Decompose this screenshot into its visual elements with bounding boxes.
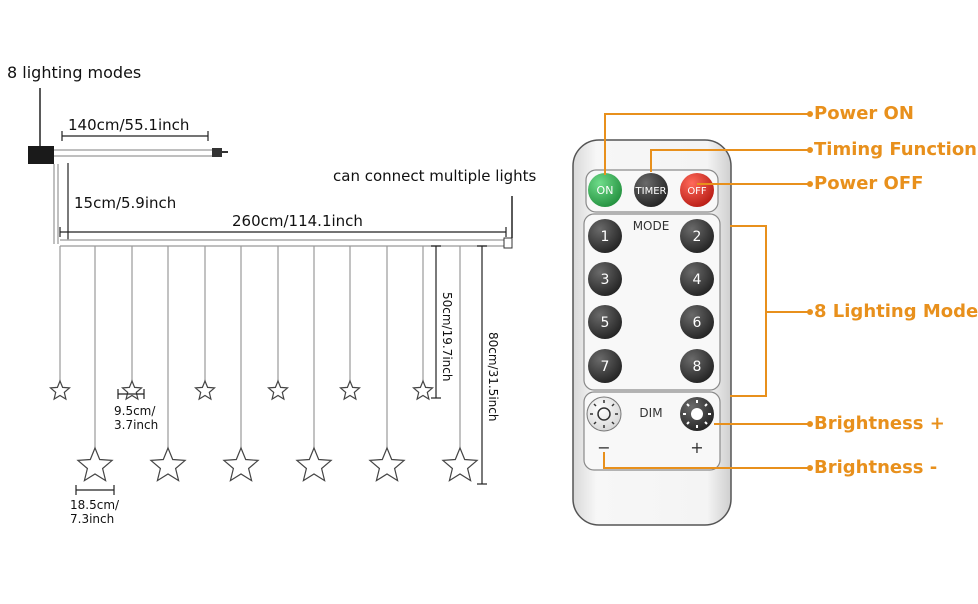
callout-lighting-mode: 8 Lighting Mode xyxy=(814,301,978,322)
sun-outline-icon xyxy=(590,400,618,428)
controller-box xyxy=(28,146,54,164)
callout-brightness-up: Brightness + xyxy=(814,413,945,434)
long-star-1 xyxy=(149,446,187,482)
callout-power-on: Power ON xyxy=(814,103,914,124)
main-length-label: 260cm/114.1inch xyxy=(232,212,363,230)
strand-group xyxy=(49,246,479,482)
mode-button-label-6: 6 xyxy=(693,315,702,331)
sun-filled-icon xyxy=(683,400,711,428)
leader-power-on xyxy=(604,113,808,175)
callout-brightness-down: Brightness - xyxy=(814,457,938,478)
callout-power-off: Power OFF xyxy=(814,173,924,194)
short-star-2 xyxy=(194,379,216,401)
mode-button-1[interactable] xyxy=(588,219,622,253)
long-star-2 xyxy=(222,446,260,482)
modes-label: 8 lighting modes xyxy=(7,63,142,82)
long-star-5 xyxy=(441,446,479,482)
mode-button-label-5: 5 xyxy=(601,315,610,331)
large-star-size-line1: 18.5cm/ xyxy=(70,498,120,512)
short-star-0 xyxy=(49,379,71,401)
drop-length-label: 15cm/5.9inch xyxy=(74,194,177,212)
mode-button-label-4: 4 xyxy=(693,272,702,288)
mode-buttons: 1 2 3 4 5 6 7 8 xyxy=(588,219,714,383)
small-star-size: 9.5cm/ 3.7inch xyxy=(114,404,158,432)
long-star-0 xyxy=(76,446,114,482)
short-star-1 xyxy=(121,379,143,401)
mode-button-8[interactable] xyxy=(680,349,714,383)
large-star-size-line2: 7.3inch xyxy=(70,512,115,526)
small-star-size-line1: 9.5cm/ xyxy=(114,404,156,418)
top-length-label: 140cm/55.1inch xyxy=(68,116,190,134)
timer-button[interactable] xyxy=(634,173,668,207)
mode-button-label-3: 3 xyxy=(601,272,610,288)
leader-bracket xyxy=(730,225,767,397)
long-strand-label: 80cm/31.5inch xyxy=(486,332,500,422)
large-star-size: 18.5cm/ 7.3inch xyxy=(70,498,119,526)
short-star-4 xyxy=(339,379,361,401)
long-star-3 xyxy=(295,446,333,482)
mode-button-2[interactable] xyxy=(680,219,714,253)
short-star-3 xyxy=(267,379,289,401)
mode-button-label-7: 7 xyxy=(601,359,610,375)
short-strand-label: 50cm/19.7inch xyxy=(440,292,454,382)
on-button[interactable] xyxy=(588,173,622,207)
mode-button-7[interactable] xyxy=(588,349,622,383)
mode-button-3[interactable] xyxy=(588,262,622,296)
mode-button-5[interactable] xyxy=(588,305,622,339)
leader-timing xyxy=(650,149,808,172)
mode-button-label-2: 2 xyxy=(693,229,702,245)
callout-dots xyxy=(807,111,813,471)
small-star-size-line2: 3.7inch xyxy=(114,418,159,432)
plug xyxy=(212,148,222,157)
mode-button-6[interactable] xyxy=(680,305,714,339)
mode-label: MODE xyxy=(633,219,670,233)
plus-sign: + xyxy=(690,438,703,457)
mode-button-label-1: 1 xyxy=(601,229,610,245)
mode-panel xyxy=(583,213,721,391)
end-connector xyxy=(503,237,513,249)
mode-button-label-8: 8 xyxy=(693,359,702,375)
dim-label: DIM xyxy=(639,406,662,420)
on-button-label: ON xyxy=(597,184,614,197)
timer-button-label: TIMER xyxy=(635,186,667,197)
mode-button-4[interactable] xyxy=(680,262,714,296)
callout-leaders xyxy=(603,113,808,469)
minus-sign: − xyxy=(597,438,610,457)
off-button-label: OFF xyxy=(687,186,707,197)
short-star-5 xyxy=(412,379,434,401)
connect-label: can connect multiple lights xyxy=(333,167,537,185)
callout-timing: Timing Function xyxy=(814,139,977,160)
long-star-4 xyxy=(368,446,406,482)
off-button[interactable] xyxy=(680,173,714,207)
leader-brightness-down xyxy=(603,452,808,469)
